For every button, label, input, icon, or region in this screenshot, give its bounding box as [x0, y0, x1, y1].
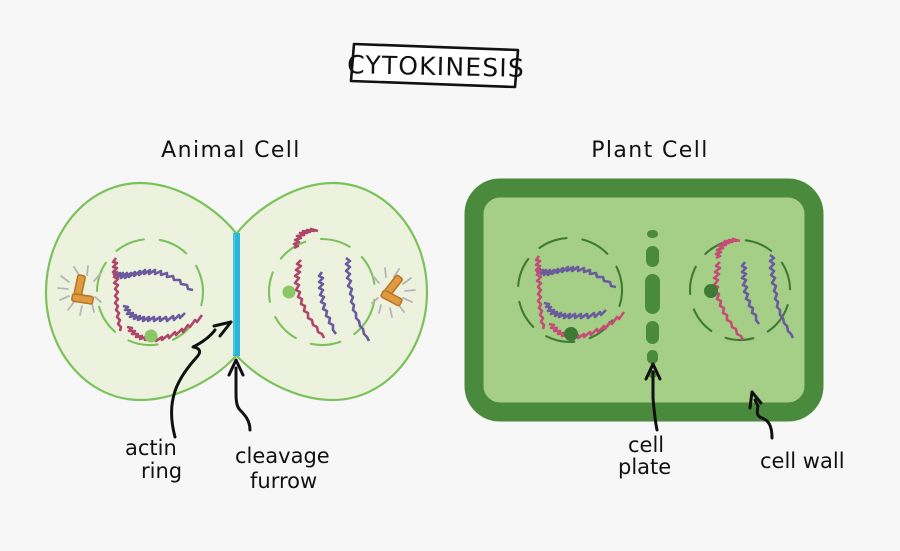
chromosome — [292, 227, 319, 250]
chromosome — [740, 261, 761, 325]
annotation-cleavage-furrow: cleavage furrow — [227, 358, 330, 493]
actin-ring — [233, 233, 240, 356]
annotation-actin-ring: actin ring — [125, 320, 233, 483]
chromosome — [111, 257, 123, 332]
plant-cell-group — [464, 178, 824, 422]
actin-ring-arrow — [170, 328, 217, 439]
cleavage-furrow-label-line1: cleavage — [235, 444, 330, 468]
centriole — [380, 289, 403, 307]
nucleolus — [564, 327, 578, 341]
cell-wall-arrow — [753, 398, 774, 440]
panel-heading-animal: Animal Cell — [161, 138, 301, 163]
cell-plate-label-line1: cell — [628, 433, 664, 457]
actin-ring-label-line2: ring — [141, 459, 182, 483]
animal-nucleus-right — [267, 227, 377, 347]
plant-nucleus-right — [688, 237, 795, 342]
cell-plate-label-line2: plate — [618, 455, 671, 479]
chromosome — [714, 237, 741, 260]
chromosome — [344, 256, 371, 342]
chromosome — [534, 255, 546, 330]
animal-nucleus-left — [95, 237, 205, 347]
aster-lines — [57, 265, 102, 316]
cell-wall-label-line1: cell wall — [760, 449, 845, 473]
cell-plate-arrowhead — [644, 362, 662, 381]
cell-plate-arrow — [651, 370, 659, 432]
chromosome — [112, 268, 194, 292]
centrosome-left — [57, 265, 102, 316]
cell-wall-arrowhead — [748, 390, 763, 410]
chromosome — [768, 253, 795, 339]
annotation-cell-wall: cell wall — [748, 390, 845, 473]
chromosome — [122, 304, 186, 323]
chromosome — [543, 301, 607, 320]
plant-cytoplasm — [487, 201, 801, 399]
cleavage-furrow-arrow — [234, 366, 252, 432]
cleavage-furrow-label-line2: furrow — [250, 469, 317, 493]
animal-daughter-cell-right — [235, 181, 429, 402]
nuclear-envelope-icon — [267, 237, 377, 347]
nucleolus — [704, 284, 718, 298]
actin-ring-label-line1: actin — [125, 436, 177, 460]
chromosome — [548, 311, 626, 340]
chromosome — [535, 265, 617, 289]
nuclear-envelope-icon — [688, 238, 792, 342]
actin-ring-arrowhead — [212, 320, 233, 338]
nuclear-envelope-icon — [95, 237, 205, 347]
nucleolus — [144, 329, 158, 343]
animal-daughter-cell-left — [44, 181, 238, 402]
nucleolus — [282, 285, 296, 299]
annotation-cell-plate: cell plate — [618, 362, 671, 479]
page-title: CYTOKINESIS — [347, 50, 525, 83]
chromosome — [712, 261, 745, 341]
chromosome — [293, 259, 326, 339]
panel-heading-plant: Plant Cell — [591, 138, 709, 163]
aster-lines — [371, 267, 416, 318]
centriole — [71, 292, 95, 305]
plant-nucleus-left — [516, 236, 626, 344]
centrosome-right — [371, 267, 416, 318]
cleavage-furrow-arrowhead — [227, 358, 245, 377]
chromosome — [317, 271, 338, 335]
cell-plate — [645, 230, 660, 378]
title-box — [349, 42, 520, 89]
nuclear-envelope-icon — [516, 236, 624, 344]
animal-cell-group — [44, 181, 429, 402]
